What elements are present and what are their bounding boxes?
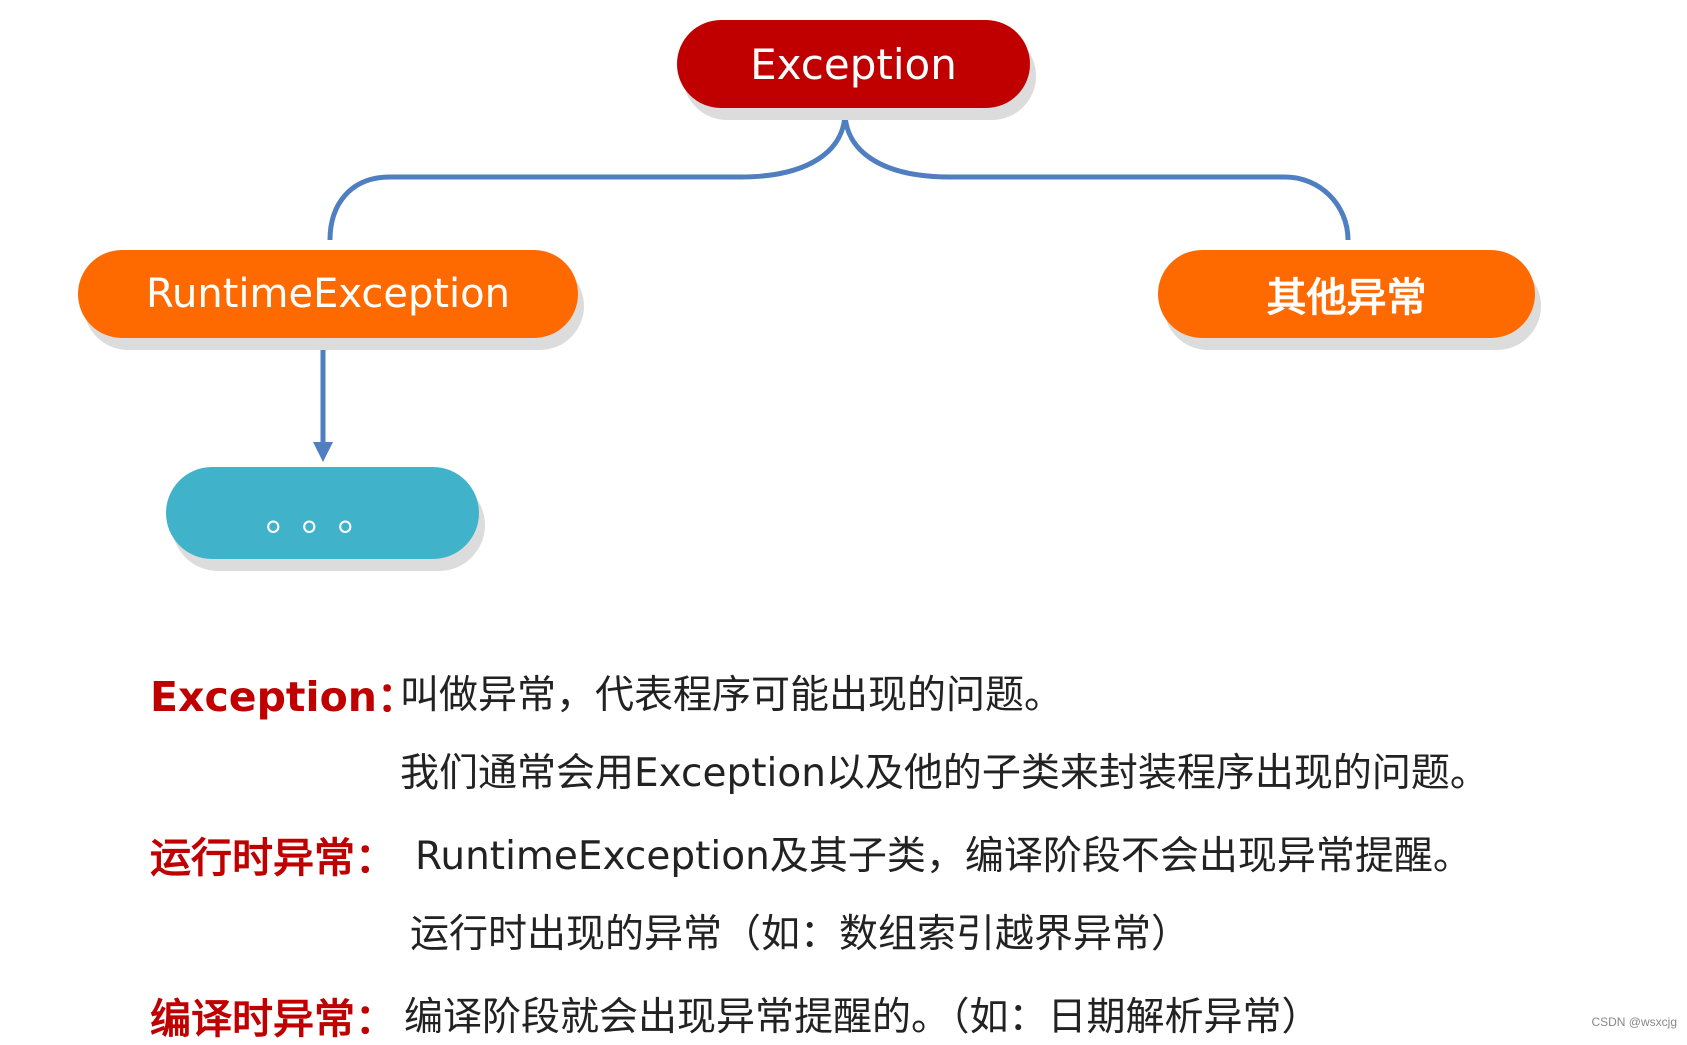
definition-text-compile-line-1: 编译阶段就会出现异常提醒的。（如：日期解析异常） [404, 995, 1321, 1040]
definition-term-exception: Exception： [150, 673, 418, 721]
node-other-exceptions: 其他异常 [1158, 250, 1535, 338]
node-runtime-children: 。。。 [166, 467, 479, 559]
arrowhead-icon [313, 442, 333, 462]
connector-exception-to-runtime [327, 111, 848, 241]
definition-text-exception-line-1: 叫做异常，代表程序可能出现的问题。 [400, 673, 1064, 718]
definition-text-runtime-line-1: RuntimeException及其子类，编译阶段不会出现异常提醒。 [415, 834, 1472, 879]
connector-exception-to-other [842, 111, 1351, 241]
node-exception: Exception [677, 20, 1030, 108]
definition-term-compile: 编译时异常： [150, 995, 396, 1043]
definition-text-runtime-line-2: 运行时出现的异常（如：数组索引越界异常） [410, 912, 1191, 957]
node-runtime-exception: RuntimeException [78, 250, 578, 338]
watermark: CSDN @wsxcjg [1591, 1015, 1677, 1029]
definition-text-exception-line-2: 我们通常会用Exception以及他的子类来封装程序出现的问题。 [400, 751, 1489, 796]
definition-term-runtime: 运行时异常： [150, 834, 396, 882]
